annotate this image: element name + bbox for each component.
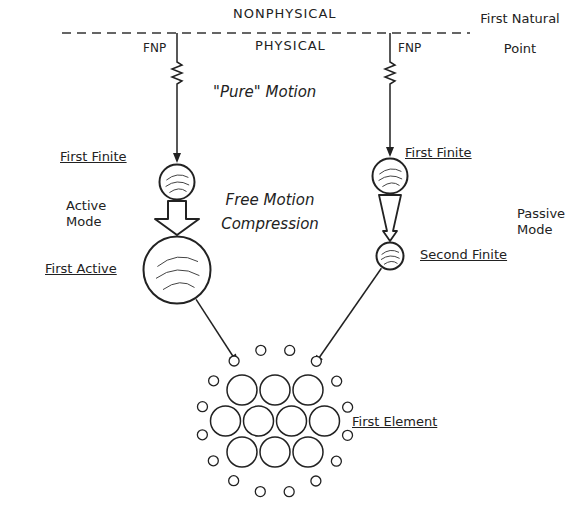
particle-circle — [373, 159, 408, 194]
node-outline — [158, 163, 196, 201]
particle-circle — [377, 243, 404, 270]
annotation-label: "Pure" Motion — [213, 84, 316, 100]
arrow-head — [386, 147, 394, 157]
small-particle — [284, 487, 294, 497]
small-particle — [343, 402, 353, 412]
large-particle — [227, 375, 257, 405]
large-particle — [211, 406, 241, 436]
element-cluster: First Element — [192, 338, 358, 504]
small-particle — [197, 402, 207, 412]
small-particle — [332, 376, 342, 386]
node-outline — [192, 338, 358, 504]
node-label: First Finite — [60, 149, 127, 165]
particle-circle — [144, 237, 211, 304]
finite-circle: First Finite — [158, 163, 196, 201]
node-outline — [375, 241, 405, 271]
large-particle — [227, 437, 257, 467]
motion-arrow — [196, 299, 238, 364]
small-particle — [229, 356, 239, 366]
motion-line — [172, 33, 182, 156]
small-particle — [256, 345, 266, 355]
small-particle — [197, 430, 207, 440]
boundary-line — [62, 32, 470, 34]
motion-arrow — [155, 201, 199, 235]
annotation-label: Free Motion Compression — [200, 188, 340, 236]
large-particle — [260, 437, 290, 467]
small-particle — [311, 476, 321, 486]
large-particle — [260, 375, 290, 405]
arrow-head — [173, 153, 181, 163]
finite-circle: Second Finite — [375, 241, 405, 271]
annotation-label: NONPHYSICAL — [233, 6, 337, 22]
hatch-marks — [381, 250, 400, 264]
small-particle — [229, 476, 239, 486]
node-label: First Element — [352, 414, 437, 430]
node-outline — [371, 157, 409, 195]
annotation-label: FNP — [143, 40, 166, 56]
hatch-marks — [156, 257, 199, 290]
node-label: First Active — [45, 261, 117, 277]
small-particle — [209, 376, 219, 386]
motion-arrow — [314, 268, 382, 365]
small-particle — [285, 345, 295, 355]
particle-circle — [160, 165, 195, 200]
finite-circle: First Finite — [371, 157, 409, 195]
motion-line — [385, 33, 395, 150]
small-particle — [311, 356, 321, 366]
annotation-label: PHYSICAL — [255, 38, 326, 54]
node-label: First Finite — [405, 145, 472, 161]
small-particle — [208, 456, 218, 466]
large-particle — [277, 406, 307, 436]
small-particle — [343, 430, 353, 440]
annotation-label: First Natural Point — [472, 4, 568, 64]
large-particle — [293, 437, 323, 467]
annotation-label: Active Mode — [66, 198, 114, 230]
hatch-marks — [379, 169, 403, 187]
large-particle — [244, 406, 274, 436]
motion-arrow — [379, 195, 401, 241]
small-particle — [255, 487, 265, 497]
small-particle — [331, 456, 341, 466]
node-outline — [142, 235, 212, 305]
node-label: Second Finite — [420, 247, 507, 263]
large-particle — [293, 375, 323, 405]
large-particle — [310, 406, 340, 436]
annotation-label: Passive Mode — [517, 206, 573, 238]
annotation-label: FNP — [398, 40, 421, 56]
hatch-marks — [166, 175, 190, 193]
finite-circle: First Active — [142, 235, 212, 305]
